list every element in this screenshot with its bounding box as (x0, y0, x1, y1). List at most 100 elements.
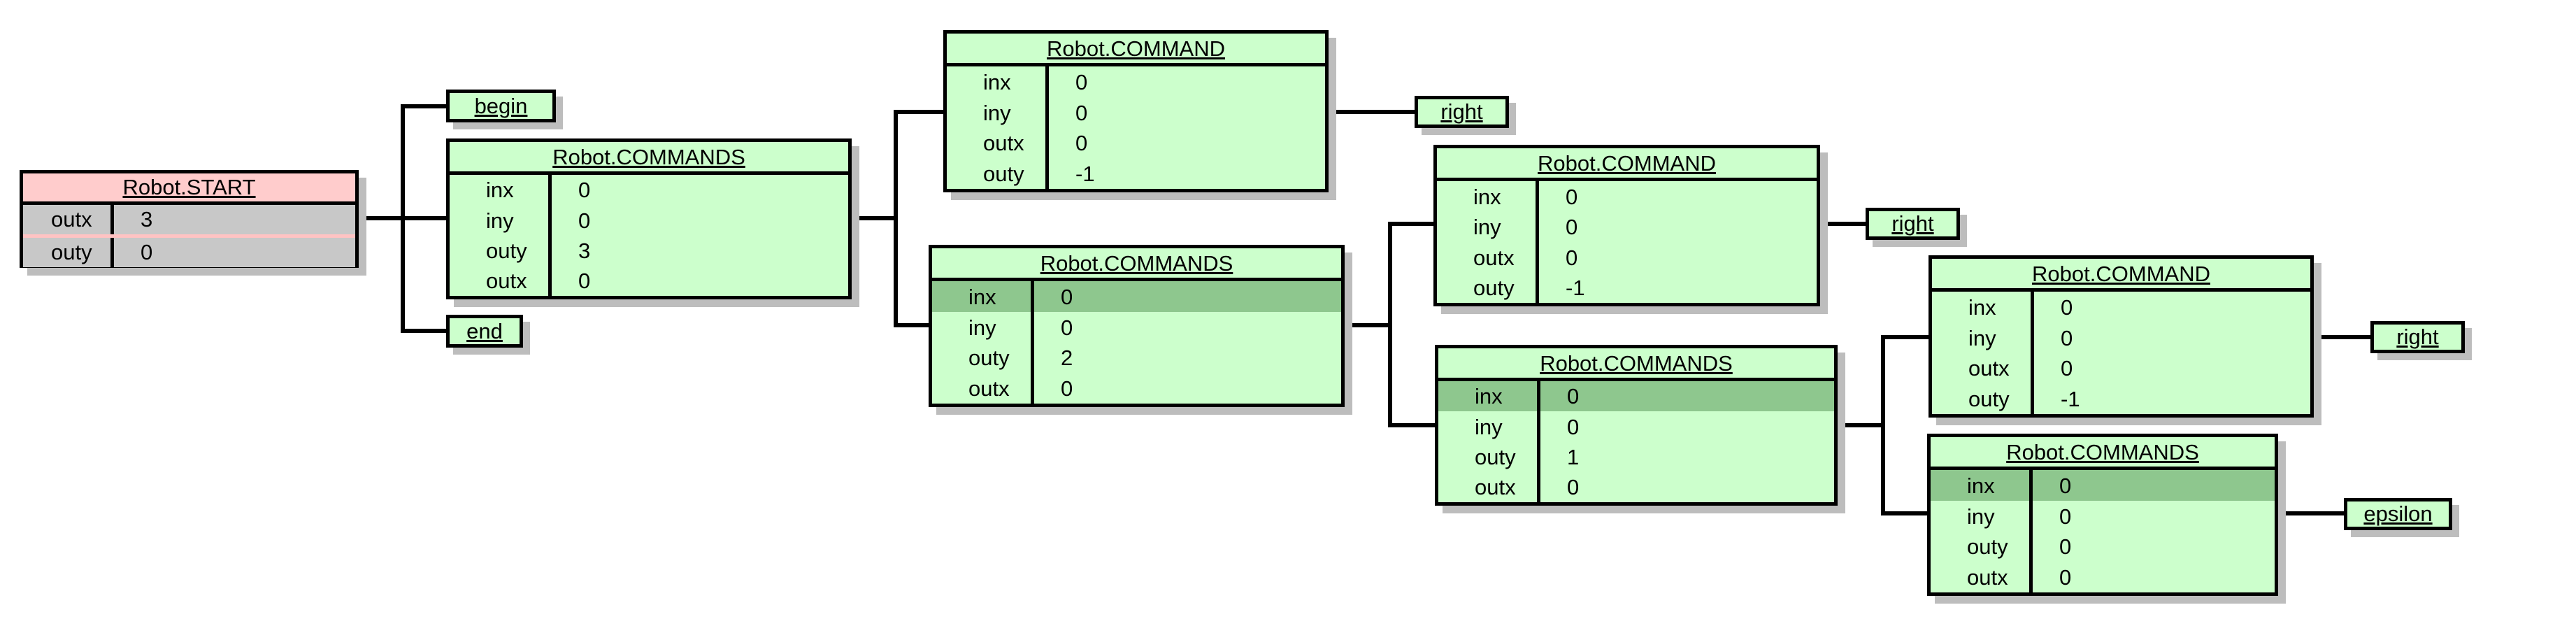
leaf-right-2[interactable]: right (1866, 208, 1960, 240)
node-robot-commands-2[interactable]: Robot.COMMANDS inx 0 iny 0 outy 2 outx 0 (929, 245, 1345, 407)
leaf-right-3[interactable]: right (2370, 321, 2465, 353)
attribute-row: outx 0 (1438, 471, 1834, 502)
attribute-label: outy (1932, 383, 2034, 414)
attribute-value: 0 (1061, 284, 1073, 309)
attribute-label: outx (1932, 353, 2034, 384)
attribute-label: iny (450, 205, 552, 236)
attribute-label: iny (1438, 411, 1540, 442)
attribute-label: outx (1438, 471, 1540, 502)
connector-line (401, 329, 446, 333)
attribute-row: outy -1 (1932, 383, 2310, 414)
attribute-value: 0 (2059, 534, 2072, 560)
connector-line (1388, 222, 1392, 427)
attribute-label: inx (1932, 292, 2034, 322)
attribute-label: iny (1932, 322, 2034, 353)
attribute-row: outy 3 (450, 235, 848, 266)
attribute-value: 0 (2061, 325, 2073, 350)
attribute-value: 0 (2059, 504, 2072, 529)
connector-line (1820, 222, 1866, 226)
attribute-label: inx (450, 175, 552, 206)
node-robot-command-3[interactable]: Robot.COMMAND inx 0 iny 0 outx 0 outy -1 (1929, 255, 2314, 418)
attribute-value: -1 (1075, 162, 1095, 186)
attribute-value: 0 (1566, 215, 1578, 239)
connector-line (1388, 222, 1433, 226)
attribute-value: 0 (1567, 414, 1580, 439)
attribute-value: 0 (1075, 100, 1088, 125)
node-title: Robot.COMMANDS (1438, 348, 1834, 381)
connector-line (894, 110, 898, 327)
node-title: Robot.COMMAND (1437, 148, 1817, 181)
leaf-end[interactable]: end (446, 315, 523, 348)
attribute-value: 2 (1061, 346, 1073, 371)
attribute-label: outx (23, 205, 114, 234)
attribute-value: 0 (2059, 473, 2072, 498)
attribute-value: 1 (1567, 444, 1580, 469)
attribute-row: outy -1 (947, 158, 1325, 189)
attribute-value: 0 (1075, 69, 1088, 94)
attribute-row: outx 0 (450, 265, 848, 296)
attribute-value: 0 (2061, 294, 2073, 320)
leaf-begin[interactable]: begin (446, 90, 556, 122)
leaf-epsilon[interactable]: epsilon (2344, 498, 2452, 530)
leaf-right-1[interactable]: right (1415, 96, 1509, 128)
attribute-label: outx (1437, 242, 1539, 273)
connector-line (1881, 335, 1929, 339)
attribute-label: inx (947, 66, 1049, 97)
connector-line (359, 216, 401, 220)
attribute-row: inx 0 (947, 66, 1325, 97)
node-robot-commands-4[interactable]: Robot.COMMANDS inx 0 iny 0 outy 0 outx 0 (1927, 434, 2278, 596)
connector-line (2278, 511, 2344, 515)
attribute-row: outy 2 (932, 342, 1341, 373)
attribute-value: 0 (1061, 315, 1073, 340)
node-robot-command-2[interactable]: Robot.COMMAND inx 0 iny 0 outx 0 outy -1 (1433, 145, 1820, 306)
attribute-row-highlighted: inx 0 (1931, 470, 2275, 501)
attribute-label: outy (1437, 272, 1539, 303)
connector-line (1329, 110, 1415, 114)
attribute-row: iny 0 (932, 311, 1341, 343)
attribute-row: iny 0 (1931, 500, 2275, 532)
attribute-label: outx (450, 265, 552, 296)
attribute-value: 0 (141, 240, 153, 264)
attribute-value: 0 (2061, 356, 2073, 381)
attribute-value: 0 (1567, 475, 1580, 499)
node-title: Robot.COMMAND (947, 34, 1325, 66)
attribute-row: outy 0 (1931, 531, 2275, 562)
attribute-row: outx 0 (1437, 242, 1817, 273)
attribute-row: outx 0 (947, 127, 1325, 159)
attribute-value: 0 (2059, 565, 2072, 590)
node-title: Robot.COMMANDS (932, 248, 1341, 281)
connector-line (852, 216, 894, 220)
attribute-row: outx 0 (1932, 353, 2310, 384)
node-title: Robot.COMMANDS (450, 142, 848, 175)
node-title: Robot.COMMANDS (1931, 437, 2275, 470)
attribute-value: 0 (1566, 184, 1578, 209)
attribute-label: inx (932, 281, 1034, 312)
attribute-row: outx 3 (23, 205, 355, 234)
attribute-row: outy 1 (1438, 441, 1834, 472)
attribute-label: inx (1931, 470, 2033, 501)
attribute-row: outx 0 (932, 373, 1341, 404)
node-robot-start[interactable]: Robot.START outx 3 outy 0 (20, 170, 359, 268)
attribute-label: outy (947, 158, 1049, 189)
connector-line (401, 104, 446, 108)
attribute-row: outy -1 (1437, 272, 1817, 303)
connector-line (894, 110, 943, 114)
connector-line (2314, 335, 2370, 339)
attribute-value: -1 (2061, 387, 2080, 411)
connector-line (1881, 335, 1885, 515)
connector-line (401, 216, 446, 220)
node-robot-commands-3[interactable]: Robot.COMMANDS inx 0 iny 0 outy 1 outx 0 (1435, 345, 1838, 506)
attribute-row-highlighted: inx 0 (1438, 381, 1834, 412)
attribute-value: 3 (141, 207, 153, 232)
attribute-label: iny (947, 97, 1049, 128)
connector-line (1345, 323, 1388, 327)
attribute-label: outy (1438, 441, 1540, 472)
node-robot-commands-1[interactable]: Robot.COMMANDS inx 0 iny 0 outy 3 outx 0 (446, 138, 852, 299)
attribute-label: outx (932, 373, 1034, 404)
attribute-value: 0 (1075, 131, 1088, 156)
node-robot-command-1[interactable]: Robot.COMMAND inx 0 iny 0 outx 0 outy -1 (943, 30, 1329, 192)
attribute-row: inx 0 (450, 175, 848, 206)
attribute-label: iny (932, 311, 1034, 343)
attribute-label: iny (1931, 500, 2033, 532)
